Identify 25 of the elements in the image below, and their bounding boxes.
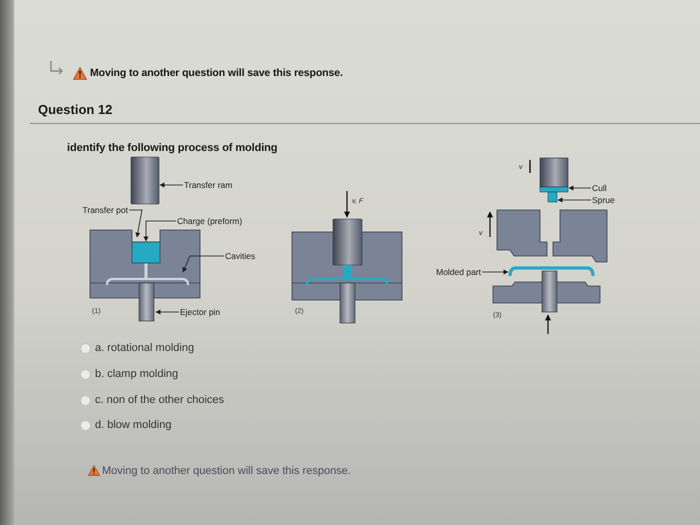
callout-label: Charge (preform) <box>177 216 242 226</box>
notice-text: Moving to another question will save this response. <box>90 66 343 80</box>
callout-label: Transfer ram <box>184 180 232 190</box>
leader-line <box>128 210 142 238</box>
option-text: d. blow molding <box>95 418 172 432</box>
callout-label: Ejector pin <box>180 307 220 317</box>
question-prompt: identify the following process of molding <box>67 141 278 155</box>
leader-line <box>568 186 592 190</box>
leader-line <box>144 220 176 242</box>
leader-line <box>182 256 224 272</box>
charge-block <box>132 242 160 264</box>
leader-line <box>558 198 592 202</box>
leader-line <box>160 182 184 188</box>
question-heading: Question 12 <box>38 103 112 117</box>
leader-line <box>482 270 508 274</box>
leader-line <box>156 310 180 314</box>
option-text: a. rotational molding <box>95 341 194 355</box>
option-text: c. non of the other choices <box>95 393 224 407</box>
option-text: b. clamp molding <box>95 367 178 381</box>
callout-label: Transfer pot <box>82 205 128 215</box>
callout-label: Cull <box>592 183 607 193</box>
callout-label: Cavities <box>225 251 256 261</box>
notice-text: Moving to another question will save this response. <box>102 464 351 478</box>
callout-label: Sprue <box>592 195 615 205</box>
callout-label: Molded part <box>436 267 481 277</box>
